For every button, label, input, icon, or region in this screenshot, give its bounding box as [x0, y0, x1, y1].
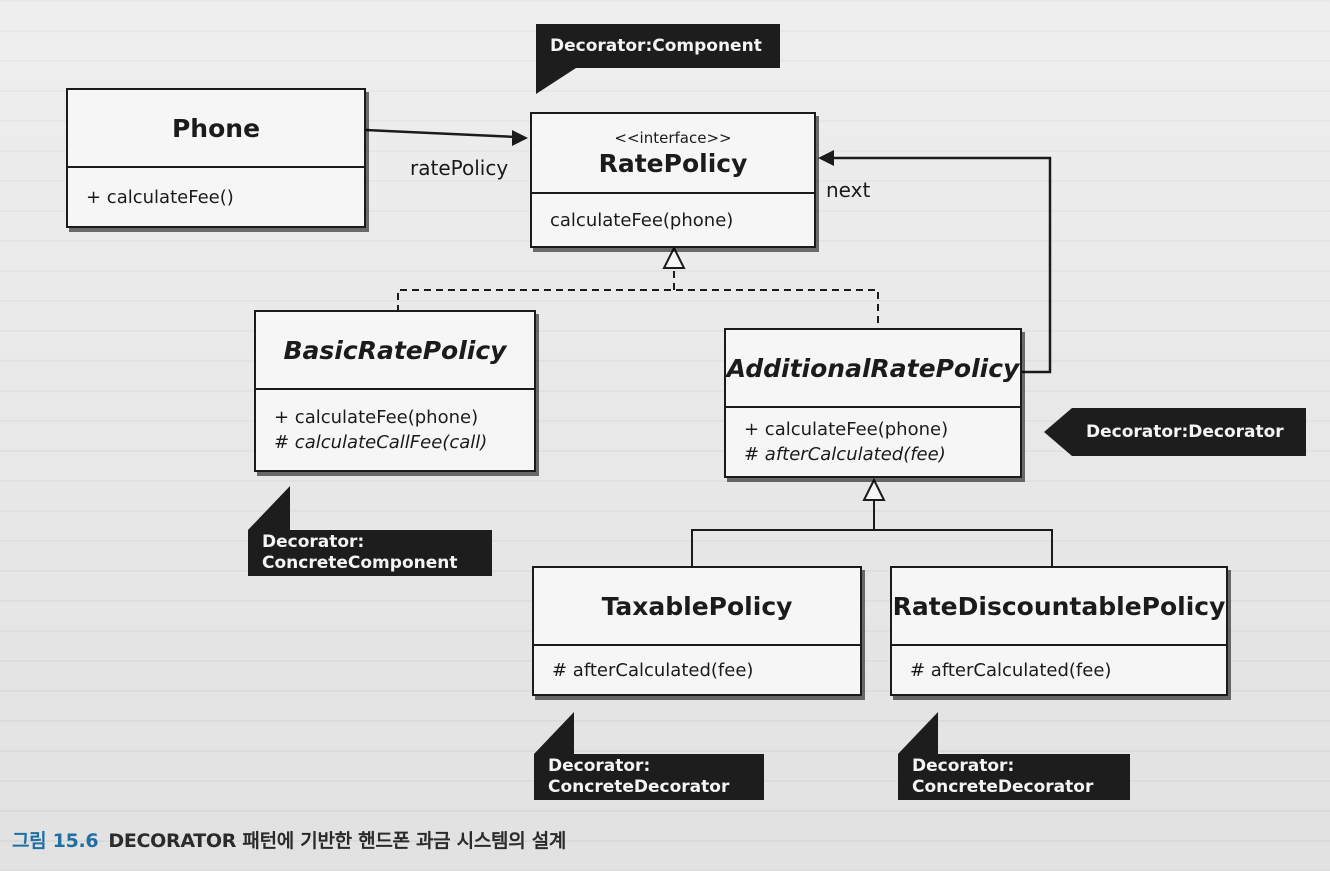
role-tag-text: ConcreteDecorator	[548, 777, 730, 797]
class-taxable-policy-header: TaxablePolicy	[534, 568, 860, 646]
operation: calculateFee(phone)	[550, 209, 734, 231]
class-rate-discountable-policy-name: RateDiscountablePolicy	[892, 591, 1226, 621]
association-arrowhead-rate-policy	[512, 130, 528, 146]
role-tag-text: Decorator:	[912, 756, 1015, 776]
class-additional-rate-policy: AdditionalRatePolicy + calculateFee(phon…	[724, 328, 1022, 478]
class-rate-discountable-policy-operations: # afterCalculated(fee)	[892, 646, 1226, 694]
figure-number: 그림 15.6	[12, 830, 99, 852]
operation: # afterCalculated(fee)	[910, 659, 1112, 681]
role-tag-text: ConcreteDecorator	[912, 777, 1094, 797]
operation: # afterCalculated(fee)	[552, 659, 754, 681]
role-tag-decorator-pointer	[1044, 408, 1072, 456]
operation: + calculateFee(phone)	[274, 407, 479, 428]
realization-line	[397, 289, 879, 328]
class-basic-rate-policy-header: BasicRatePolicy	[256, 312, 534, 390]
role-tag-component: Decorator:Component	[536, 24, 780, 68]
role-tag-text: Decorator:Component	[550, 35, 762, 56]
class-phone: Phone + calculateFee()	[66, 88, 366, 228]
association-label-next: next	[826, 178, 871, 202]
class-rate-policy: <<interface>> RatePolicy calculateFee(ph…	[530, 112, 816, 248]
class-basic-rate-policy: BasicRatePolicy + calculateFee(phone) # …	[254, 310, 536, 472]
class-basic-rate-policy-operations: + calculateFee(phone) # calculateCallFee…	[256, 390, 534, 470]
role-tag-concrete-component: Decorator: ConcreteComponent	[248, 530, 492, 576]
operation: # calculateCallFee(call)	[274, 432, 488, 453]
stereotype-label: <<interface>>	[614, 128, 732, 147]
class-rate-discountable-policy: RateDiscountablePolicy # afterCalculated…	[890, 566, 1228, 696]
class-rate-policy-operations: calculateFee(phone)	[532, 194, 814, 246]
class-basic-rate-policy-name: BasicRatePolicy	[283, 335, 507, 365]
association-line-next	[830, 156, 1052, 374]
class-phone-header: Phone	[68, 90, 364, 168]
class-rate-policy-name: RatePolicy	[598, 148, 748, 178]
class-rate-policy-header: <<interface>> RatePolicy	[532, 114, 814, 194]
class-taxable-policy-operations: # afterCalculated(fee)	[534, 646, 860, 694]
figure-caption: 그림 15.6 DECORATOR 패턴에 기반한 핸드폰 과금 시스템의 설계	[12, 826, 566, 853]
class-additional-rate-policy-name: AdditionalRatePolicy	[726, 353, 1020, 383]
class-additional-rate-policy-header: AdditionalRatePolicy	[726, 330, 1020, 408]
operation: + calculateFee(phone)	[744, 419, 949, 440]
operation: + calculateFee()	[86, 186, 234, 208]
class-additional-rate-policy-operations: + calculateFee(phone) # afterCalculated(…	[726, 408, 1020, 476]
role-tag-text: Decorator:	[262, 532, 365, 552]
class-taxable-policy: TaxablePolicy # afterCalculated(fee)	[532, 566, 862, 696]
role-tag-concrete-decorator-1: Decorator: ConcreteDecorator	[534, 754, 764, 800]
figure-caption-text: DECORATOR 패턴에 기반한 핸드폰 과금 시스템의 설계	[108, 830, 567, 852]
role-tag-text: Decorator:	[548, 756, 651, 776]
realization-triangle	[662, 245, 686, 269]
generalization-triangle	[862, 477, 886, 501]
role-tag-text: Decorator:Decorator	[1086, 421, 1284, 442]
class-rate-discountable-policy-header: RateDiscountablePolicy	[892, 568, 1226, 646]
association-label-rate-policy: ratePolicy	[410, 156, 509, 180]
association-arrowhead-next	[818, 150, 834, 166]
role-tag-concrete-component-pointer	[248, 486, 290, 530]
operation: # afterCalculated(fee)	[744, 444, 946, 465]
class-phone-operations: + calculateFee()	[68, 168, 364, 226]
role-tag-text: ConcreteComponent	[262, 553, 458, 573]
generalization-line	[691, 529, 1053, 566]
role-tag-concrete-decorator-2: Decorator: ConcreteDecorator	[898, 754, 1130, 800]
association-line-rate-policy	[365, 128, 517, 139]
role-tag-concrete-decorator-2-pointer	[898, 712, 938, 754]
role-tag-decorator: Decorator:Decorator	[1072, 408, 1306, 456]
class-taxable-policy-name: TaxablePolicy	[601, 591, 793, 621]
role-tag-concrete-decorator-1-pointer	[534, 712, 574, 754]
role-tag-component-pointer	[536, 68, 576, 94]
class-phone-name: Phone	[171, 113, 261, 143]
